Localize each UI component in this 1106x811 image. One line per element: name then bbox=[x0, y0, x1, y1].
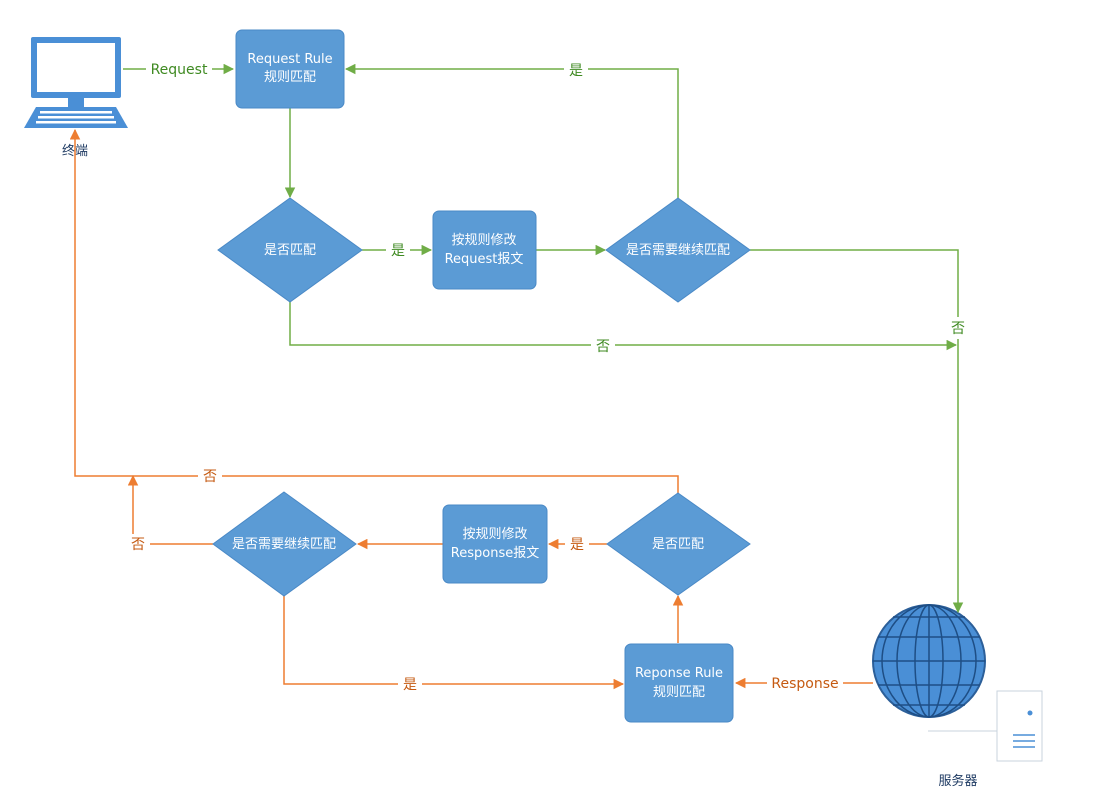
request-rule-line1: Request Rule bbox=[247, 52, 332, 67]
request-rule-box: Request Rule 规则匹配 bbox=[235, 29, 345, 109]
label-response-match-no: 否 bbox=[203, 469, 217, 485]
response-match-diamond: 是否匹配 bbox=[606, 492, 751, 596]
edge-response-continue-yes bbox=[283, 596, 625, 690]
request-modify-box: 按规则修改 Request报文 bbox=[432, 210, 537, 290]
edge-response-continue-no bbox=[127, 474, 213, 545]
request-match-diamond: 是否匹配 bbox=[217, 197, 363, 303]
label-response-continue-no: 否 bbox=[131, 537, 145, 553]
response-rule-line1: Reponse Rule bbox=[635, 666, 723, 681]
server-label: 服务器 bbox=[938, 773, 977, 789]
server-icon bbox=[928, 690, 1043, 762]
label-request-continue-yes: 是 bbox=[569, 63, 583, 79]
response-rule-box: Reponse Rule 规则匹配 bbox=[624, 643, 734, 723]
response-modify-line1: 按规则修改 bbox=[462, 527, 527, 542]
request-modify-line1: 按规则修改 bbox=[451, 233, 516, 248]
label-request-continue-no: 否 bbox=[951, 321, 965, 337]
request-match-label: 是否匹配 bbox=[264, 243, 316, 258]
label-response-match-yes: 是 bbox=[570, 537, 584, 553]
response-modify-line2: Response报文 bbox=[451, 546, 539, 561]
globe-icon bbox=[872, 604, 986, 718]
edge-response-match-no bbox=[69, 128, 679, 493]
label-response-continue-yes: 是 bbox=[403, 677, 417, 693]
response-match-label: 是否匹配 bbox=[652, 537, 704, 552]
label-request-match-yes: 是 bbox=[391, 243, 405, 259]
edge-request-continue-no bbox=[750, 249, 964, 614]
label-request-match-no: 否 bbox=[596, 339, 610, 355]
request-modify-line2: Request报文 bbox=[445, 252, 524, 267]
computer-icon bbox=[24, 37, 128, 128]
request-continue-diamond: 是否需要继续匹配 bbox=[605, 197, 751, 303]
edge-request-match-no bbox=[289, 302, 958, 351]
response-rule-line2: 规则匹配 bbox=[653, 685, 705, 700]
edge-request-continue-yes bbox=[344, 63, 679, 198]
request-rule-line2: 规则匹配 bbox=[264, 70, 316, 85]
label-request: Request bbox=[151, 62, 208, 78]
request-continue-label: 是否需要继续匹配 bbox=[626, 243, 730, 258]
label-response: Response bbox=[771, 676, 838, 692]
response-modify-box: 按规则修改 Response报文 bbox=[442, 504, 548, 584]
response-continue-diamond: 是否需要继续匹配 bbox=[212, 491, 357, 597]
response-continue-label: 是否需要继续匹配 bbox=[232, 537, 336, 552]
